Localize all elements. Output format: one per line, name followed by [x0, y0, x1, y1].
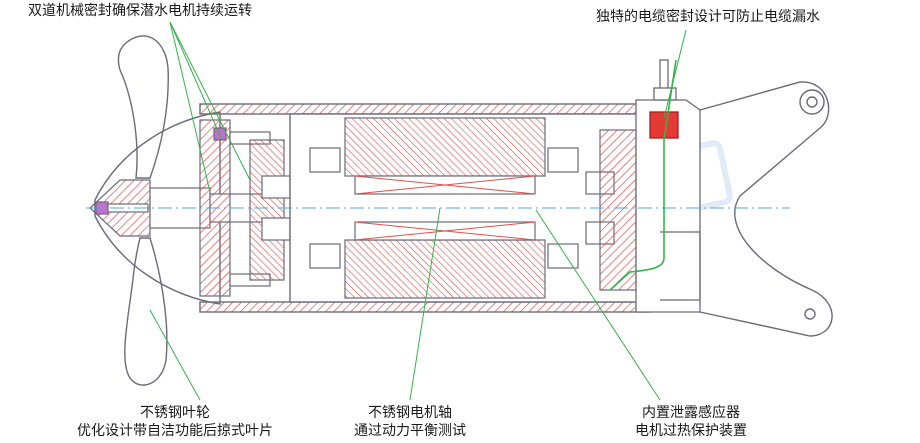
- label-impeller: 不锈钢叶轮 优化设计带自洁功能后掠式叶片: [40, 404, 310, 440]
- label-cable-seal: 独特的电缆密封设计可防止电缆漏水: [596, 9, 820, 25]
- label-impeller-line1: 不锈钢叶轮: [140, 405, 210, 421]
- rear-bearing: [585, 129, 637, 291]
- label-impeller-line2: 优化设计带自洁功能后掠式叶片: [77, 423, 273, 439]
- label-shaft-line1: 不锈钢电机轴: [368, 405, 452, 421]
- label-sensor-line2: 电机过热保护装置: [635, 423, 747, 439]
- label-dual-mechanical-seal: 双道机械密封确保潜水电机持续运转: [28, 3, 252, 19]
- label-motor-shaft: 不锈钢电机轴 通过动力平衡测试: [330, 404, 490, 440]
- label-sensor-line1: 内置泄露感应器: [642, 405, 740, 421]
- sensor-wire: [609, 59, 677, 291]
- label-shaft-line2: 通过动力平衡测试: [354, 423, 466, 439]
- stator-winding: [309, 117, 579, 299]
- rear-cover: [635, 59, 701, 313]
- mounting-bracket: [699, 81, 833, 337]
- leader-lines: [149, 21, 687, 401]
- impeller-blades: [94, 35, 221, 386]
- seal-chamber: [199, 119, 291, 297]
- label-leak-sensor: 内置泄露感应器 电机过热保护装置: [596, 404, 786, 440]
